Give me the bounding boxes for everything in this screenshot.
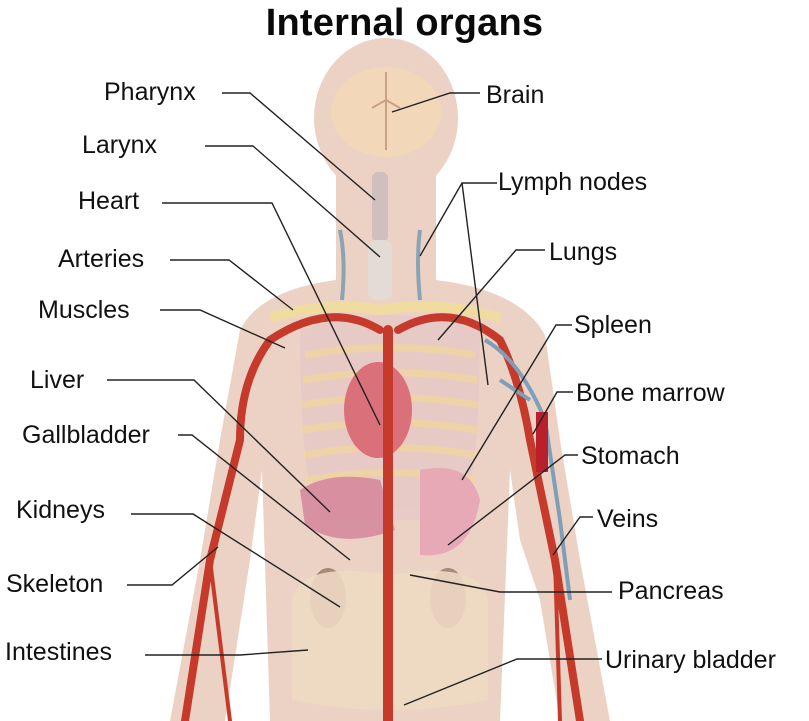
arteries-paths: [181, 313, 584, 721]
label-bone-marrow: Bone marrow: [576, 379, 725, 407]
label-skeleton: Skeleton: [6, 570, 104, 598]
pharynx-shape: [372, 172, 388, 242]
label-muscles: Muscles: [38, 296, 130, 324]
label-pharynx: Pharynx: [104, 78, 196, 106]
label-brain: Brain: [486, 81, 545, 109]
label-veins: Veins: [597, 505, 659, 533]
label-stomach: Stomach: [581, 442, 680, 470]
bone-marrow-shape: [536, 412, 548, 472]
stomach-shape: [420, 468, 480, 556]
lymph-chain-right: [416, 229, 422, 301]
leader-lines: [107, 92, 612, 706]
diagram-title: Internal organs: [265, 2, 544, 44]
label-pancreas: Pancreas: [618, 577, 724, 605]
larynx-shape: [368, 240, 392, 300]
clavicles: [268, 301, 502, 323]
lymph-chain-left: [338, 229, 346, 301]
heart-shape: [344, 362, 412, 458]
brain-shape: [331, 67, 441, 157]
label-gallbladder: Gallbladder: [22, 421, 150, 449]
liver-shape: [300, 476, 395, 539]
label-lungs: Lungs: [549, 238, 618, 266]
label-spleen: Spleen: [574, 311, 652, 339]
label-arteries: Arteries: [58, 245, 145, 273]
label-lymph-nodes: Lymph nodes: [498, 168, 648, 196]
label-urinary-bladder: Urinary bladder: [605, 646, 776, 674]
label-liver: Liver: [30, 366, 85, 394]
label-larynx: Larynx: [82, 131, 158, 159]
label-intestines: Intestines: [5, 638, 113, 666]
label-kidneys: Kidneys: [16, 496, 105, 524]
label-heart: Heart: [78, 187, 140, 215]
